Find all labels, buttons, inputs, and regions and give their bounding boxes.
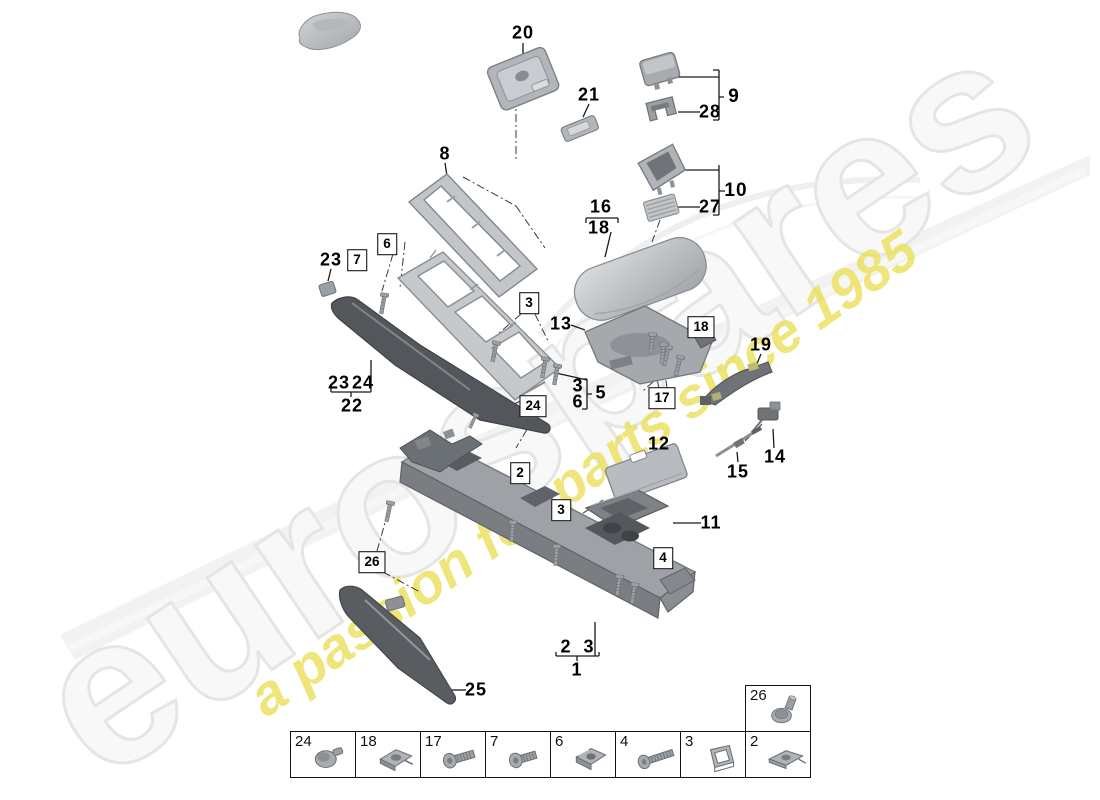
pan-screw-icon (503, 739, 549, 775)
legend-cell-18[interactable]: 18 (355, 731, 421, 778)
legend-number: 18 (360, 733, 377, 750)
legend-number: 2 (750, 733, 759, 750)
legend-number: 3 (685, 733, 694, 750)
legend-number: 4 (620, 733, 629, 750)
part-19-wiring-harness (700, 361, 773, 406)
boxed-callout-24[interactable]: 24 (519, 395, 547, 417)
part-22-side-trim (330, 296, 551, 434)
part-10-storage-tray (637, 143, 687, 196)
part-9-storage-lid (639, 51, 681, 91)
part-21-trim-strip (560, 115, 600, 142)
flat-clip-icon (763, 739, 809, 775)
callout-16[interactable]: 16 (589, 196, 613, 217)
boxed-callout-26[interactable]: 26 (358, 551, 386, 573)
boxed-callout-2[interactable]: 2 (510, 462, 530, 484)
legend-number: 7 (490, 733, 499, 750)
callout-2-bottom[interactable]: 2 (560, 636, 572, 657)
part-8-console-frame (407, 173, 539, 298)
part-28-retainer (645, 96, 678, 122)
part-14-latch (751, 401, 781, 433)
callout-20[interactable]: 20 (511, 22, 535, 43)
legend-cell-4[interactable]: 4 (615, 731, 681, 778)
legend-cell-17[interactable]: 17 (420, 731, 486, 778)
callout-3-mid[interactable]: 3 (572, 375, 584, 396)
callout-25[interactable]: 25 (464, 679, 488, 700)
boxed-callout-17[interactable]: 17 (648, 387, 676, 409)
callout-3-bottom[interactable]: 3 (583, 636, 595, 657)
callout-1[interactable]: 1 (571, 659, 583, 680)
callout-9[interactable]: 9 (728, 86, 740, 107)
part-15-rod (715, 426, 762, 458)
part-16-18-armrest (573, 236, 707, 321)
legend-number: 24 (295, 733, 312, 750)
clip-nut-icon (568, 739, 614, 775)
callout-8[interactable]: 8 (439, 143, 451, 164)
boxed-callout-6[interactable]: 6 (377, 233, 397, 255)
long-screw-icon (633, 739, 679, 775)
callout-12[interactable]: 12 (647, 433, 671, 454)
boxed-callout-7[interactable]: 7 (347, 249, 367, 271)
callout-15[interactable]: 15 (726, 461, 750, 482)
callout-24-pair[interactable]: 24 (351, 372, 375, 393)
callout-23-pair[interactable]: 23 (327, 372, 351, 393)
legend-cell-6[interactable]: 6 (550, 731, 616, 778)
legend-cell-3[interactable]: 3 (680, 731, 746, 778)
legend-number: 6 (555, 733, 564, 750)
legend-cell-7[interactable]: 7 (485, 731, 551, 778)
legend-cell-24[interactable]: 24 (290, 731, 356, 778)
callout-11[interactable]: 11 (700, 512, 722, 533)
boxed-callout-4[interactable]: 4 (653, 547, 673, 569)
boxed-callout-18[interactable]: 18 (687, 316, 715, 338)
part-12-storage-lid (604, 443, 688, 503)
car-silhouette (298, 11, 361, 51)
spring-clip-icon (373, 739, 419, 775)
callout-21[interactable]: 21 (577, 84, 601, 105)
cage-clip-icon (698, 739, 744, 775)
legend-cell-2[interactable]: 2 (745, 731, 811, 778)
callout-13[interactable]: 13 (549, 313, 573, 334)
push-rivet-icon (308, 739, 354, 775)
legend-number: 26 (750, 687, 767, 704)
callout-14[interactable]: 14 (763, 446, 787, 467)
part-20-switch-trim (486, 46, 560, 111)
callout-27[interactable]: 27 (698, 196, 722, 217)
callout-6-mid[interactable]: 6 (572, 391, 584, 412)
flange-screw-icon (438, 739, 484, 775)
washer-screw-icon (763, 693, 809, 729)
part-1-console-body (399, 428, 697, 619)
part-23-clip (318, 280, 337, 297)
legend-cell-26[interactable]: 26 (745, 685, 811, 732)
callout-18[interactable]: 18 (587, 217, 611, 238)
callout-23-top[interactable]: 23 (319, 249, 343, 270)
callout-5[interactable]: 5 (595, 382, 607, 403)
callout-22[interactable]: 22 (340, 395, 364, 416)
callout-10[interactable]: 10 (724, 180, 748, 201)
part-25-side-trim (338, 585, 457, 705)
part-27-rubber-mat (643, 193, 680, 222)
callout-19[interactable]: 19 (749, 334, 773, 355)
boxed-callout-3-upper[interactable]: 3 (519, 292, 539, 314)
legend-number: 17 (425, 733, 442, 750)
callout-28[interactable]: 28 (698, 101, 722, 122)
boxed-callout-3-lower[interactable]: 3 (551, 499, 571, 521)
